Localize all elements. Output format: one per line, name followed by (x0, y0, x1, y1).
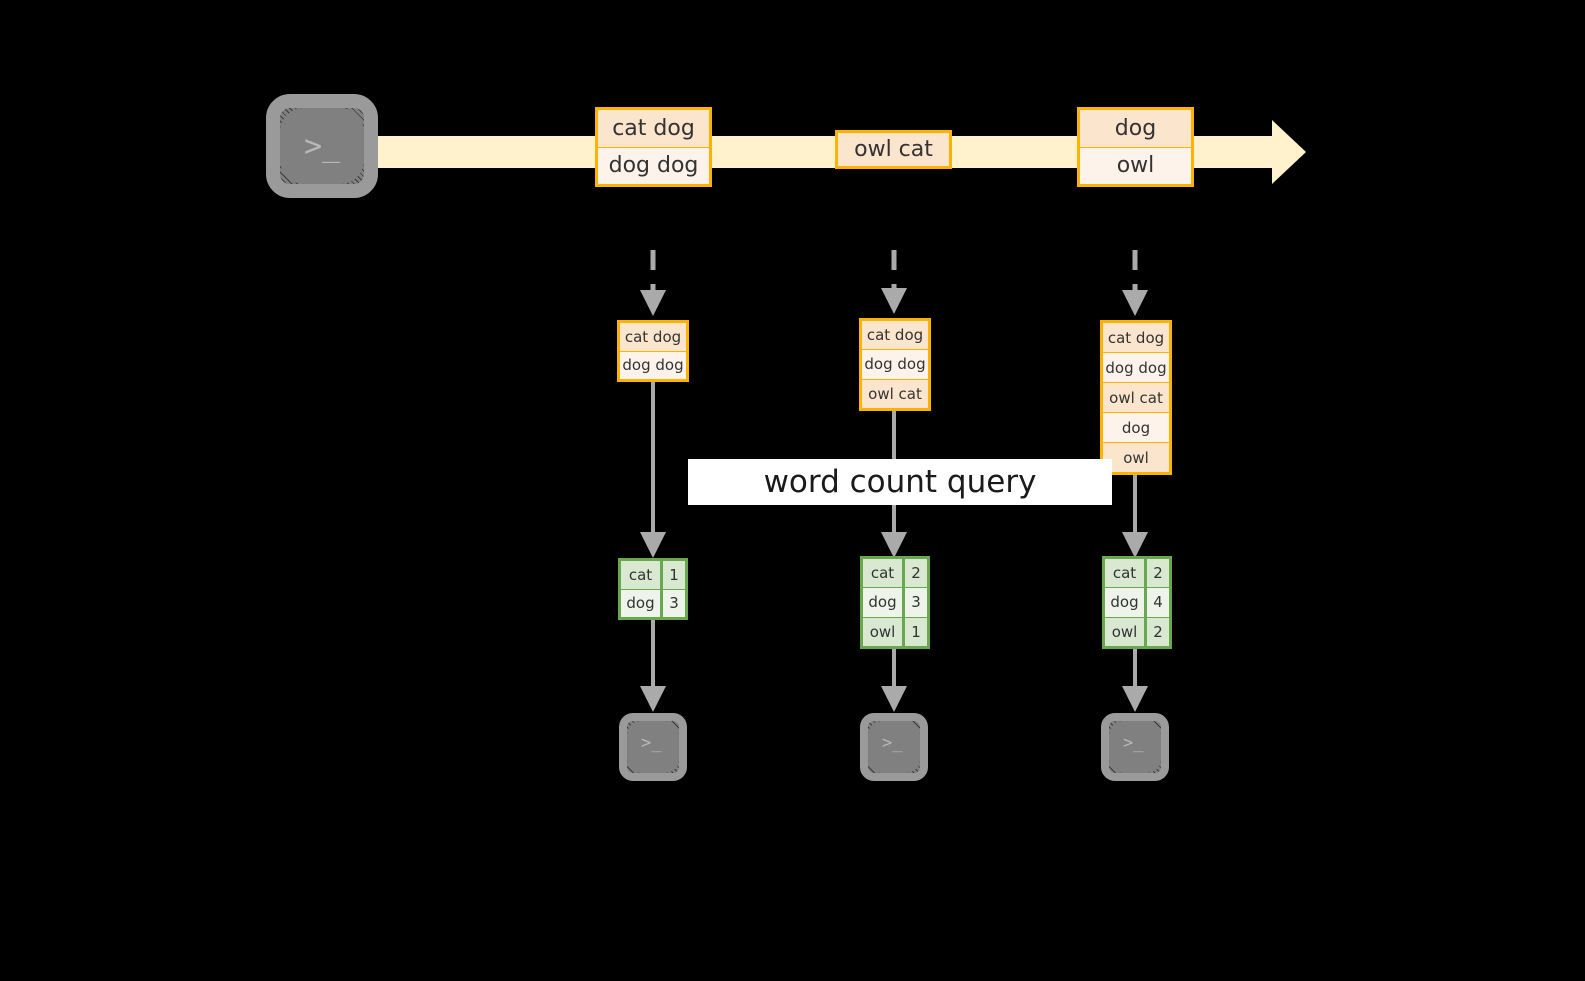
stream-arrowhead (1272, 120, 1306, 184)
snapshot-line: dog dog (862, 349, 928, 379)
stream-record-1[interactable]: cat dog dog dog (595, 107, 712, 187)
snapshot-line: dog dog (620, 350, 686, 379)
result-word: cat (863, 559, 905, 588)
result-table-3[interactable]: cat 2 dog 4 owl 2 (1102, 556, 1172, 649)
table-row: dog 3 (621, 588, 685, 617)
consumer-prompt-glyph: >_ (1123, 733, 1144, 753)
table-row: dog 3 (863, 587, 927, 617)
snapshot-line: dog (1103, 412, 1169, 442)
result-table-2[interactable]: cat 2 dog 3 owl 1 (860, 556, 930, 649)
dashed-connector-2 (881, 250, 907, 314)
stream-record-3[interactable]: dog owl (1077, 107, 1194, 187)
producer-terminal-icon[interactable]: >_ (266, 94, 378, 198)
snapshot-line: cat dog (1103, 323, 1169, 352)
record-line: dog dog (598, 146, 709, 184)
snapshot-stack-3[interactable]: cat dog dog dog owl cat dog owl (1100, 320, 1172, 475)
output-connector-1 (640, 620, 666, 712)
result-word: dog (621, 589, 663, 617)
snapshot-stack-2[interactable]: cat dog dog dog owl cat (859, 318, 931, 411)
table-row: owl 1 (863, 616, 927, 646)
record-line: cat dog (598, 110, 709, 147)
result-count: 2 (911, 564, 921, 583)
result-count: 2 (1153, 564, 1163, 583)
consumer-terminal-1[interactable]: >_ (619, 713, 687, 781)
query-connector-1 (640, 382, 666, 558)
snapshot-line: owl cat (1103, 382, 1169, 412)
consumer-terminal-2[interactable]: >_ (860, 713, 928, 781)
consumer-terminal-3[interactable]: >_ (1101, 713, 1169, 781)
snapshot-stack-1[interactable]: cat dog dog dog (617, 320, 689, 382)
result-count: 2 (1153, 622, 1163, 641)
dashed-connector-3 (1122, 250, 1148, 316)
result-word: dog (1105, 588, 1147, 617)
table-row: cat 1 (621, 561, 685, 589)
consumer-terminal-body (1109, 721, 1161, 773)
result-count: 3 (669, 594, 679, 613)
snapshot-line: cat dog (620, 323, 686, 351)
producer-terminal-body (280, 108, 364, 184)
record-line: dog (1080, 110, 1191, 147)
consumer-terminal-body (868, 721, 920, 773)
record-line: owl (1080, 146, 1191, 184)
result-count: 4 (1153, 593, 1163, 612)
table-row: owl 2 (1105, 616, 1169, 646)
query-label: word count query (688, 459, 1112, 505)
result-count: 3 (911, 593, 921, 612)
consumer-prompt-glyph: >_ (882, 733, 903, 753)
stream-record-2[interactable]: owl cat (835, 130, 952, 169)
consumer-terminal-body (627, 721, 679, 773)
table-row: dog 4 (1105, 587, 1169, 617)
snapshot-line: owl (1103, 442, 1169, 472)
snapshot-line: cat dog (862, 321, 928, 350)
table-row: cat 2 (863, 559, 927, 588)
output-connector-2 (881, 649, 907, 712)
output-connector-3 (1122, 649, 1148, 712)
snapshot-line: dog dog (1103, 352, 1169, 382)
record-line: owl cat (838, 133, 949, 166)
query-connector-3 (1122, 475, 1148, 558)
table-row: cat 2 (1105, 559, 1169, 588)
consumer-prompt-glyph: >_ (641, 733, 662, 753)
dashed-connector-1 (640, 250, 666, 316)
producer-prompt-glyph: >_ (304, 129, 341, 164)
result-table-1[interactable]: cat 1 dog 3 (618, 558, 688, 620)
result-count: 1 (911, 622, 921, 641)
snapshot-line: owl cat (862, 378, 928, 408)
result-word: cat (621, 561, 663, 589)
result-word: cat (1105, 559, 1147, 588)
result-word: owl (863, 617, 905, 646)
result-word: owl (1105, 617, 1147, 646)
result-word: dog (863, 588, 905, 617)
result-count: 1 (669, 565, 679, 584)
